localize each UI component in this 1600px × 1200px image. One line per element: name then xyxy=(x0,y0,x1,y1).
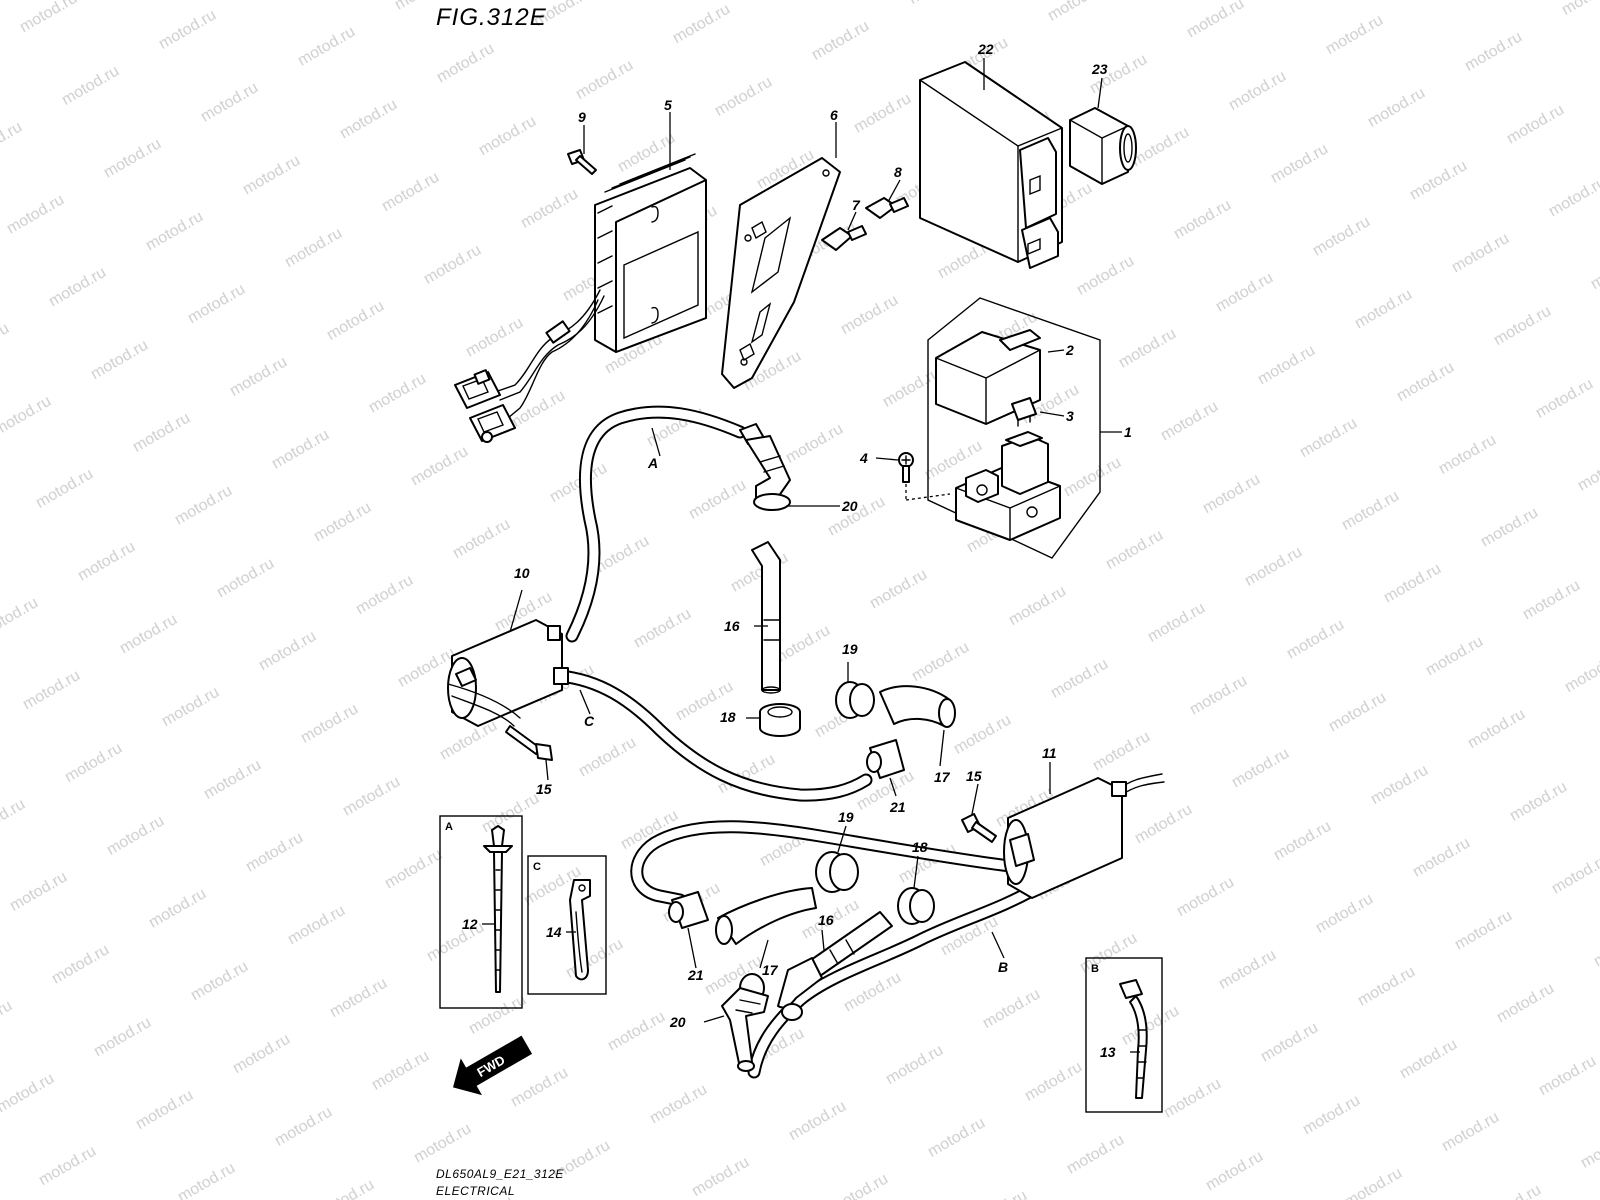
callout-17-lower[interactable]: 17 xyxy=(762,962,779,978)
callout-labels: 1 2 3 4 5 6 7 8 9 10 11 12 13 14 15 15 1… xyxy=(462,41,1132,1060)
ignition-coil-10[interactable] xyxy=(447,619,569,727)
figure-title: FIG.312E xyxy=(436,4,547,31)
callout-19-upper[interactable]: 19 xyxy=(842,641,858,657)
detail-box-c-label: C xyxy=(533,861,541,873)
callout-b[interactable]: B xyxy=(998,959,1008,975)
starter-relay-assembly-1 xyxy=(927,297,1101,559)
bolt-15-upper-coil[interactable] xyxy=(961,813,997,843)
callout-15-lower[interactable]: 15 xyxy=(536,781,552,797)
detail-box-a-label: A xyxy=(445,821,453,833)
callout-5[interactable]: 5 xyxy=(664,97,672,113)
callout-19-lower[interactable]: 19 xyxy=(838,809,854,825)
ecm-22[interactable] xyxy=(919,61,1063,269)
plug-cap-20-upper[interactable] xyxy=(739,423,791,511)
detail-box-c: C xyxy=(527,855,607,995)
callout-16-upper[interactable]: 16 xyxy=(724,618,740,634)
callout-21-lower[interactable]: 21 xyxy=(687,967,704,983)
callout-9[interactable]: 9 xyxy=(578,109,586,125)
screw-4[interactable] xyxy=(898,452,951,501)
ignition-coil-11[interactable] xyxy=(1003,773,1165,899)
connector-23[interactable] xyxy=(1069,107,1137,185)
callout-18-upper[interactable]: 18 xyxy=(720,709,736,725)
starter-relay[interactable] xyxy=(955,431,1061,541)
callout-4[interactable]: 4 xyxy=(859,450,868,466)
regulator-wiring xyxy=(494,289,605,419)
plug-seal-16-lower[interactable] xyxy=(777,911,893,1021)
relay-cover-2[interactable] xyxy=(935,329,1041,425)
bolt-15-lower-coil[interactable] xyxy=(505,725,553,761)
plug-seal-16-upper[interactable] xyxy=(751,541,781,694)
high-tension-cord-c xyxy=(553,669,873,802)
bolt-8[interactable] xyxy=(865,197,909,219)
ring-19-upper[interactable] xyxy=(835,681,875,719)
callout-18-lower[interactable]: 18 xyxy=(912,839,928,855)
callout-13[interactable]: 13 xyxy=(1100,1044,1116,1060)
callout-6[interactable]: 6 xyxy=(830,107,838,123)
callout-15-upper[interactable]: 15 xyxy=(966,768,982,784)
section-name: ELECTRICAL xyxy=(436,1184,515,1198)
high-tension-cord-b xyxy=(747,879,1047,1079)
fuse-3[interactable] xyxy=(1011,397,1037,427)
ring-18-upper[interactable] xyxy=(759,703,801,737)
clip-21-upper[interactable] xyxy=(866,739,905,779)
high-tension-cord-a xyxy=(565,405,747,643)
ring-18-lower[interactable] xyxy=(897,887,935,925)
ring-19-lower[interactable] xyxy=(815,851,859,893)
model-code: DL650AL9_E21_312E xyxy=(436,1167,564,1181)
bracket-6[interactable] xyxy=(721,157,841,389)
callout-17-upper[interactable]: 17 xyxy=(934,769,951,785)
detail-box-a: A xyxy=(439,815,523,1009)
callout-14[interactable]: 14 xyxy=(546,924,562,940)
regulator-connector-upper[interactable] xyxy=(454,369,501,409)
bolt-9[interactable] xyxy=(567,149,597,175)
callout-2[interactable]: 2 xyxy=(1065,342,1074,358)
boot-17-upper[interactable] xyxy=(879,685,956,728)
leader-lines xyxy=(482,58,1140,1053)
callout-12[interactable]: 12 xyxy=(462,916,478,932)
plug-cap-20-lower[interactable] xyxy=(721,973,769,1072)
callout-a[interactable]: A xyxy=(647,455,658,471)
callout-22[interactable]: 22 xyxy=(977,41,994,57)
callout-23[interactable]: 23 xyxy=(1091,61,1108,77)
callout-1[interactable]: 1 xyxy=(1124,424,1132,440)
callout-c[interactable]: C xyxy=(584,713,595,729)
bolt-7[interactable] xyxy=(821,225,867,251)
detail-box-b-label: B xyxy=(1091,963,1099,975)
callout-16-lower[interactable]: 16 xyxy=(818,912,834,928)
callout-10[interactable]: 10 xyxy=(514,565,530,581)
callout-21-upper[interactable]: 21 xyxy=(889,799,906,815)
callout-3[interactable]: 3 xyxy=(1066,408,1074,424)
callout-8[interactable]: 8 xyxy=(894,164,902,180)
callout-7[interactable]: 7 xyxy=(852,197,861,213)
callout-20-upper[interactable]: 20 xyxy=(841,498,858,514)
clip-21-lower[interactable] xyxy=(668,891,709,929)
callout-11[interactable]: 11 xyxy=(1042,745,1057,761)
callout-20-lower[interactable]: 20 xyxy=(669,1014,686,1030)
regulator-connector-lower[interactable] xyxy=(469,404,516,443)
regulator-rectifier[interactable] xyxy=(594,153,707,353)
detail-box-b: B xyxy=(1085,957,1163,1113)
boot-17-lower[interactable] xyxy=(715,887,817,945)
high-tension-cord-lower xyxy=(630,820,1017,907)
